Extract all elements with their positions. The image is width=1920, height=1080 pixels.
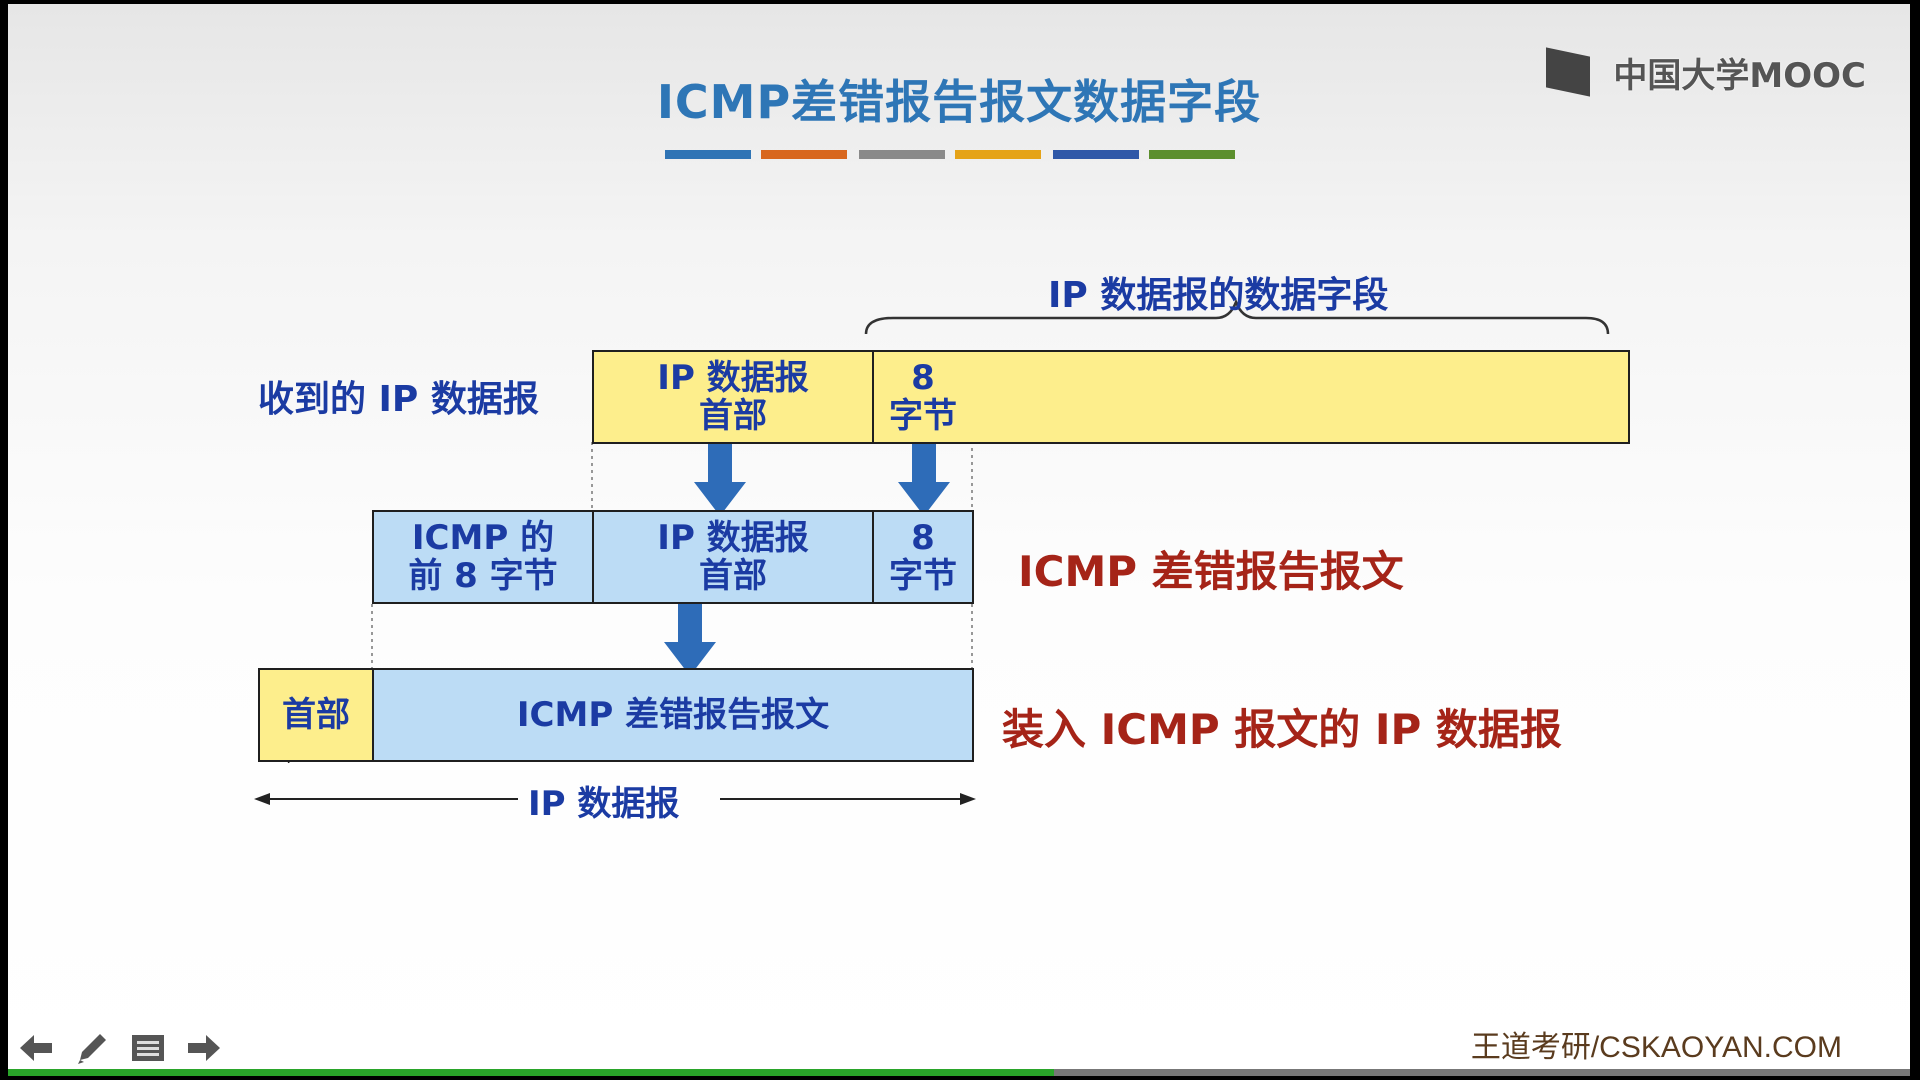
row2-icmp-first-8-bytes-cell: ICMP 的 前 8 字节 <box>372 510 594 604</box>
data-field-brace <box>864 298 1610 335</box>
row3-icmp-message-cell: ICMP 差错报告报文 <box>372 668 974 762</box>
pen-icon[interactable] <box>72 1028 112 1068</box>
span-arrow-left-icon <box>254 793 270 805</box>
row2-ip-header-cell: IP 数据报 首部 <box>592 510 874 604</box>
title-stripe <box>859 150 945 159</box>
footer-brand: 王道考研/CSKAOYAN.COM <box>1470 1031 1842 1064</box>
row1-8-bytes-cell: 8 字节 <box>872 350 974 444</box>
video-progress-fill <box>8 1069 1055 1076</box>
row1-ip-header-cell: IP 数据报 首部 <box>592 350 874 444</box>
watermark: 中国大学MOOC <box>1613 56 1866 96</box>
row1-remaining-data-cell <box>972 350 1630 444</box>
span-arrow-right-icon <box>960 793 976 805</box>
prev-arrow-icon[interactable] <box>16 1028 56 1068</box>
row3-header-cell: 首部 <box>258 668 374 762</box>
down-arrow-icon <box>898 442 950 516</box>
top-brace-label: IP 数据报的数据字段 <box>1048 275 1389 316</box>
received-ip-datagram-label: 收到的 IP 数据报 <box>258 379 539 420</box>
ip-datagram-span-label: IP 数据报 <box>528 784 680 824</box>
title-stripe <box>955 150 1041 159</box>
title-stripe <box>1149 150 1235 159</box>
icmp-error-report-label: ICMP 差错报告报文 <box>1018 547 1404 596</box>
video-progress-bar[interactable] <box>8 1069 1910 1076</box>
next-arrow-icon[interactable] <box>184 1028 224 1068</box>
title-stripe <box>665 150 751 159</box>
slide-title: ICMP差错报告报文数据字段 <box>656 75 1262 129</box>
title-stripe <box>761 150 847 159</box>
down-arrow-icon <box>694 442 746 516</box>
slide: ICMP差错报告报文数据字段 中国大学MOOC <box>8 4 1910 1076</box>
row2-8-bytes-cell: 8 字节 <box>872 510 974 604</box>
title-stripe <box>1053 150 1139 159</box>
slides-menu-icon[interactable] <box>128 1028 168 1068</box>
down-arrow-icon <box>664 602 716 676</box>
encapsulated-ip-datagram-label: 装入 ICMP 报文的 IP 数据报 <box>1002 705 1562 754</box>
